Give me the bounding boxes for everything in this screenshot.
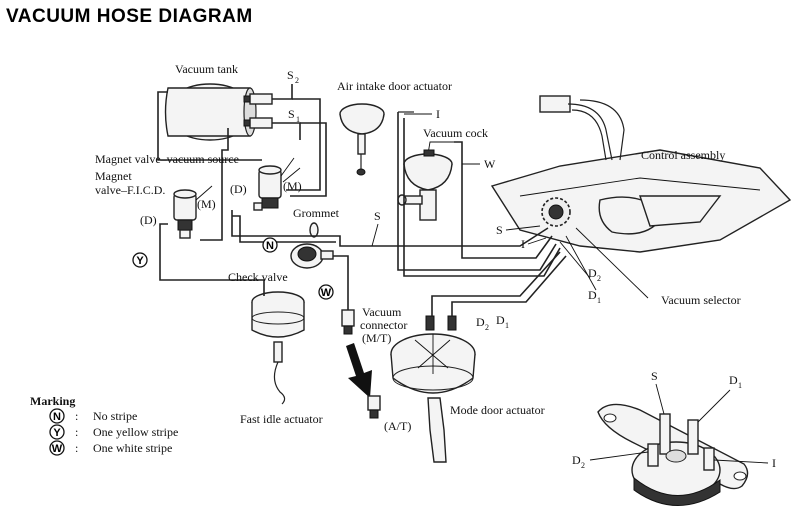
label-d1-mode-subscript: 1	[505, 321, 509, 330]
label-w-vacuum-cock: W	[484, 157, 496, 171]
legend-title: Marking	[30, 394, 75, 408]
hose-mark-w: W	[318, 284, 334, 300]
vacuum-cock	[397, 141, 454, 221]
legend-item-n: N : No stripe	[49, 408, 137, 424]
legend-item-w: W : One white stripe	[49, 440, 172, 456]
label-magnet-valve-ficd-line1: Magnet	[95, 169, 132, 183]
hose-mark-n-letter: N	[266, 240, 274, 252]
label-air-intake-door-actuator: Air intake door actuator	[337, 79, 452, 93]
magnet-valve-vacuum-source	[253, 157, 301, 211]
check-valve	[290, 243, 334, 269]
label-vacuum-selector: Vacuum selector	[661, 293, 741, 307]
label-s1-subscript: 1	[296, 115, 300, 124]
label-vacuum-cock: Vacuum cock	[423, 126, 488, 140]
vacuum-tank	[164, 83, 273, 141]
label-d1-mode: D 1	[496, 313, 509, 330]
label-vacuum-connector-line2: connector	[360, 318, 407, 332]
hose-mark-w-letter: W	[321, 287, 332, 299]
label-grommet: Grommet	[293, 206, 340, 220]
legend-sep-n: :	[75, 409, 78, 423]
label-d-ficd: (D)	[140, 213, 157, 227]
label-s2: S 2	[287, 68, 299, 85]
label-vacuum-connector-line1: Vacuum	[362, 305, 402, 319]
label-s-line: S	[374, 209, 381, 223]
label-s2-subscript: 2	[295, 76, 299, 85]
label-control-assembly: Control assembly	[641, 148, 725, 162]
label-at: (A/T)	[384, 419, 411, 433]
label-i-detail: I	[772, 456, 776, 470]
control-assembly	[490, 95, 792, 253]
label-m-ficd: (M)	[197, 197, 216, 211]
label-d2-mode-letter: D	[476, 315, 485, 329]
hose-mark-n: N	[262, 237, 278, 253]
label-check-valve: Check valve	[228, 270, 288, 284]
label-d2-mode: D 2	[476, 315, 489, 332]
vacuum-connector-mt	[341, 309, 355, 335]
label-vacuum-tank: Vacuum tank	[175, 62, 238, 76]
air-intake-door-actuator	[339, 103, 385, 176]
hose-mark-y-letter: Y	[136, 255, 144, 267]
legend-text-y: One yellow stripe	[93, 425, 178, 439]
vacuum-hoses	[157, 84, 649, 316]
legend-mark-w: W	[52, 443, 63, 455]
label-d1-detail-subscript: 1	[738, 381, 742, 390]
hose-mark-y: Y	[132, 252, 148, 268]
label-d1-control-letter: D	[588, 288, 597, 302]
mode-door-actuator	[390, 315, 476, 463]
label-d1-mode-letter: D	[496, 313, 505, 327]
legend-mark-n: N	[53, 411, 61, 423]
legend-item-y: Y : One yellow stripe	[49, 424, 178, 440]
label-mt: (M/T)	[362, 331, 391, 345]
label-d2-detail-letter: D	[572, 453, 581, 467]
label-d2-control-letter: D	[588, 266, 597, 280]
label-d2-mode-subscript: 2	[485, 323, 489, 332]
label-d2-detail-subscript: 2	[581, 461, 585, 470]
magnet-valve-ficd	[173, 185, 213, 239]
label-s-detail: S	[651, 369, 658, 383]
vacuum-connector-at	[346, 343, 381, 419]
legend-sep-y: :	[75, 425, 78, 439]
grommet	[309, 222, 319, 238]
label-d2-detail: D 2	[572, 453, 585, 470]
marking-legend: Marking N : No stripe Y : One yellow str…	[30, 394, 178, 456]
label-d1-control: D 1	[588, 288, 601, 305]
label-magnet-valve-vacuum-source: Magnet valve–vacuum source	[95, 152, 239, 166]
legend-mark-y: Y	[53, 427, 61, 439]
label-d1-control-subscript: 1	[597, 296, 601, 305]
legend-sep-w: :	[75, 441, 78, 455]
label-s-control: S	[496, 223, 503, 237]
label-magnet-valve-ficd-line2: valve–F.I.C.D.	[95, 183, 165, 197]
label-fast-idle-actuator: Fast idle actuator	[240, 412, 323, 426]
label-s1: S 1	[288, 107, 300, 124]
legend-text-w: One white stripe	[93, 441, 172, 455]
label-i-control: I	[521, 237, 525, 251]
fast-idle-actuator	[251, 291, 305, 405]
vacuum-selector-detail	[597, 403, 749, 506]
label-mode-door-actuator: Mode door actuator	[450, 403, 545, 417]
label-m-vacuum-source: (M)	[283, 179, 302, 193]
label-s2-letter: S	[287, 68, 294, 82]
legend-text-n: No stripe	[93, 409, 137, 423]
diagram-title: VACUUM HOSE DIAGRAM	[6, 6, 253, 27]
label-d1-detail: D 1	[729, 373, 742, 390]
label-s1-letter: S	[288, 107, 295, 121]
label-d1-detail-letter: D	[729, 373, 738, 387]
label-d2-control-subscript: 2	[597, 274, 601, 283]
label-i-air-intake: I	[436, 107, 440, 121]
label-d2-control: D 2	[588, 266, 601, 283]
label-d-vacuum-source: (D)	[230, 182, 247, 196]
